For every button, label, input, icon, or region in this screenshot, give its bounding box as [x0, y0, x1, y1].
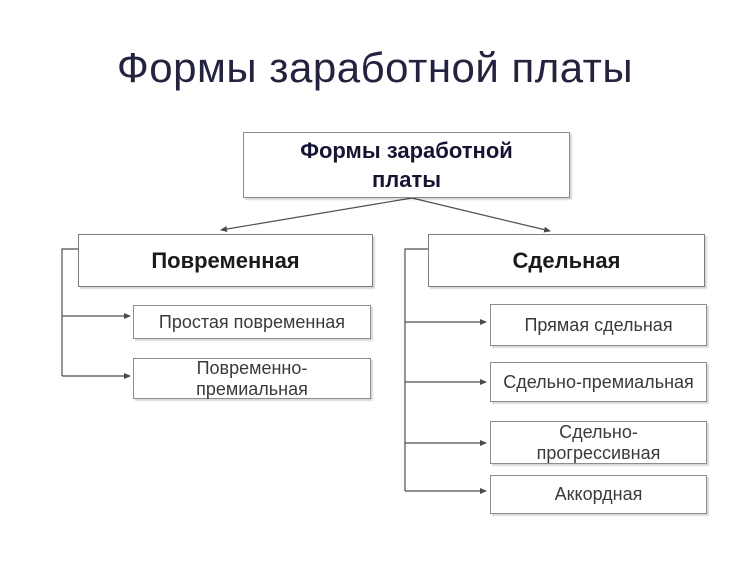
right-branch-spine [404, 248, 428, 491]
node-time-bonus: Повременно- премиальная [133, 358, 371, 399]
page-title: Формы заработной платы [116, 44, 634, 91]
node-lump-sum: Аккордная [490, 475, 707, 514]
node-branch-time-based: Повременная [78, 234, 373, 287]
node-simple-time-based: Простая повременная [133, 305, 371, 339]
node-piece-progressive: Сдельно- прогрессивная [490, 421, 707, 464]
left-branch-spine [61, 248, 78, 376]
edge-root-to-left-branch [220, 197, 413, 232]
node-branch-piece-rate: Сдельная [428, 234, 705, 287]
node-direct-piece-rate: Прямая сдельная [490, 304, 707, 346]
node-piece-bonus: Сдельно-премиальная [490, 362, 707, 402]
node-root-forms-of-wages: Формы заработной платы [243, 132, 570, 198]
edge-root-to-right-branch [411, 197, 551, 233]
